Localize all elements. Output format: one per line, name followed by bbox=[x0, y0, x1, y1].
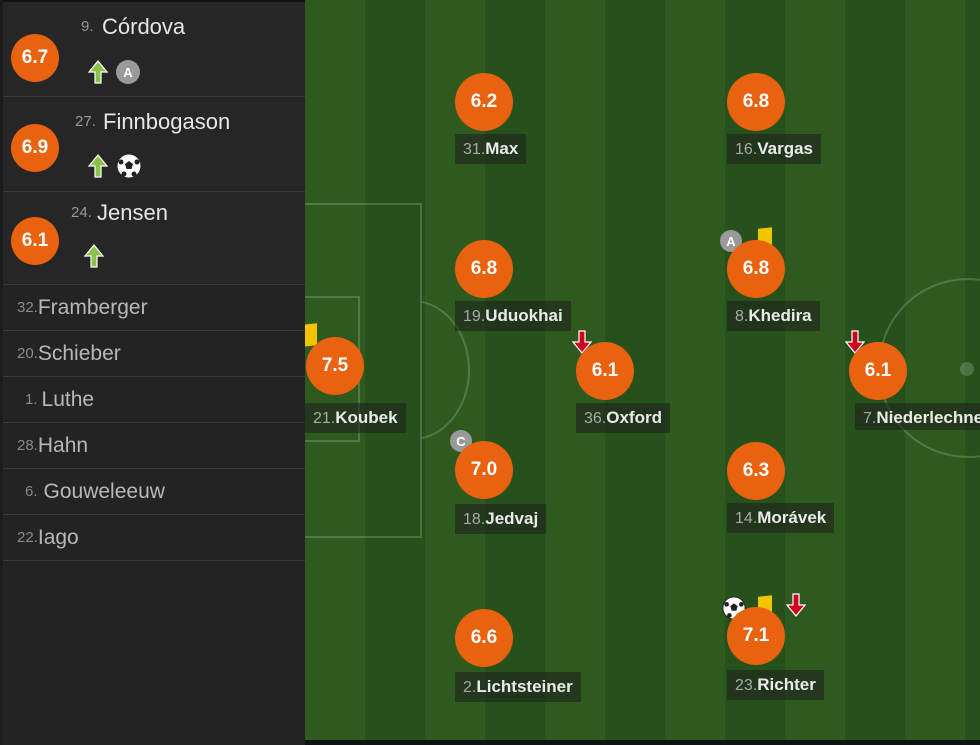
player-number: 9. bbox=[81, 18, 94, 35]
player-rating: 6.6 bbox=[455, 609, 513, 667]
player-label: 36.Oxford bbox=[576, 403, 670, 433]
player-label: 23.Richter bbox=[727, 670, 824, 700]
player-label: 16.Vargas bbox=[727, 134, 822, 164]
player-rating: 6.9 bbox=[11, 124, 59, 172]
assist-icon: A bbox=[116, 60, 140, 84]
sub-player-row[interactable]: 6.7 9. Córdova A bbox=[3, 2, 305, 97]
player-name: Finnbogason bbox=[103, 109, 231, 134]
player-name: Koubek bbox=[335, 408, 398, 427]
player-number: 27. bbox=[75, 113, 96, 130]
player-name: Jensen bbox=[97, 200, 168, 225]
player-name: Framberger bbox=[37, 295, 148, 319]
player-name: Max bbox=[485, 139, 519, 158]
player-label: 31.Max bbox=[455, 134, 527, 164]
player-name: Lichtsteiner bbox=[476, 677, 573, 696]
player-rating: 6.1 bbox=[11, 217, 59, 265]
player-number: 16. bbox=[735, 141, 758, 158]
player-name: Morávek bbox=[757, 508, 827, 527]
player-name: Iago bbox=[37, 525, 79, 549]
pitch-player[interactable]: 6.2 31.Max bbox=[455, 73, 635, 173]
player-label: 14.Morávek bbox=[727, 503, 835, 533]
pitch-player[interactable]: 6.3 14.Morávek bbox=[727, 442, 907, 542]
player-label: 18.Jedvaj bbox=[455, 504, 547, 534]
player-number: 23. bbox=[735, 677, 758, 694]
player-name: Córdova bbox=[102, 14, 186, 39]
player-label: 2.Lichtsteiner bbox=[455, 672, 581, 702]
player-name: Niederlechner bbox=[876, 408, 980, 427]
player-name: Richter bbox=[757, 675, 816, 694]
player-rating: 7.5 bbox=[306, 337, 364, 395]
pitch-player[interactable]: 7.1 23.Richter bbox=[720, 590, 900, 700]
pitch-player[interactable]: 6.1 36.Oxford bbox=[570, 330, 750, 433]
bench-player-row[interactable]: 6. Gouweleeuw bbox=[3, 469, 305, 515]
penalty-area bbox=[305, 203, 422, 538]
pitch: 7.5 21.Koubek 6.2 31.Max 6.8 19.Uduokhai… bbox=[305, 0, 980, 740]
player-number: 32. bbox=[17, 299, 38, 316]
player-rating: 6.8 bbox=[727, 73, 785, 131]
pitch-player[interactable]: 6.8 16.Vargas bbox=[727, 73, 907, 173]
player-rating: 6.3 bbox=[727, 442, 785, 500]
player-rating: 6.2 bbox=[455, 73, 513, 131]
player-number: 36. bbox=[584, 410, 607, 427]
bench-player-row[interactable]: 32.Framberger bbox=[3, 285, 305, 331]
player-name: Schieber bbox=[37, 341, 121, 365]
player-name: Oxford bbox=[606, 408, 662, 427]
player-number: 22. bbox=[17, 529, 38, 546]
pitch-player[interactable]: 6.1 7.Niederlechner bbox=[843, 330, 980, 430]
substitutes-sidebar: 6.7 9. Córdova A 6.9 27. Finnbogason 6.1… bbox=[3, 0, 305, 745]
player-name: Jedvaj bbox=[485, 509, 539, 528]
pitch-player[interactable]: 6.8 19.Uduokhai bbox=[455, 240, 635, 340]
pitch-player[interactable]: 7.5 21.Koubek bbox=[305, 320, 485, 433]
sub-out-arrow-icon bbox=[786, 593, 806, 617]
player-number: 31. bbox=[463, 141, 486, 158]
center-spot bbox=[960, 362, 974, 376]
player-label: 8.Khedira bbox=[727, 301, 820, 331]
bench-player-row[interactable]: 28.Hahn bbox=[3, 423, 305, 469]
player-label: 21.Koubek bbox=[305, 403, 406, 433]
bench-list: 32.Framberger 20.Schieber 1.Luthe 28.Hah… bbox=[3, 285, 305, 561]
player-name: Gouweleeuw bbox=[43, 479, 165, 503]
player-number: 21. bbox=[313, 410, 336, 427]
player-number: 1. bbox=[25, 391, 38, 408]
bench-player-row[interactable]: 1.Luthe bbox=[3, 377, 305, 423]
player-name: Uduokhai bbox=[485, 306, 563, 325]
player-name: Hahn bbox=[37, 433, 89, 457]
player-number: 28. bbox=[17, 437, 38, 454]
player-number: 2. bbox=[463, 679, 477, 696]
player-rating: 7.1 bbox=[727, 607, 785, 665]
player-label: 19.Uduokhai bbox=[455, 301, 571, 331]
bench-player-row[interactable]: 22.Iago bbox=[3, 515, 305, 561]
sub-player-row[interactable]: 6.9 27. Finnbogason bbox=[3, 97, 305, 192]
pitch-bottom-edge bbox=[305, 740, 980, 745]
player-number: 24. bbox=[71, 204, 92, 221]
sub-in-arrow-icon bbox=[88, 154, 108, 178]
player-rating: 6.8 bbox=[727, 240, 785, 298]
pitch-player[interactable]: A 6.8 8.Khedira bbox=[720, 225, 900, 331]
player-rating: 6.1 bbox=[849, 342, 907, 400]
player-rating: 7.0 bbox=[455, 441, 513, 499]
player-number: 18. bbox=[463, 511, 486, 528]
player-number: 19. bbox=[463, 308, 486, 325]
player-number: 20. bbox=[17, 345, 38, 362]
bench-player-row[interactable]: 20.Schieber bbox=[3, 331, 305, 377]
player-name: Khedira bbox=[748, 306, 812, 325]
sub-player-row[interactable]: 6.1 24. Jensen bbox=[3, 192, 305, 285]
player-rating: 6.7 bbox=[11, 34, 59, 82]
player-name: Vargas bbox=[757, 139, 814, 158]
player-number: 14. bbox=[735, 510, 758, 527]
player-rating: 6.1 bbox=[576, 342, 634, 400]
sub-in-arrow-icon bbox=[84, 244, 104, 268]
player-rating: 6.8 bbox=[455, 240, 513, 298]
player-number: 6. bbox=[25, 483, 38, 500]
pitch-player[interactable]: C 7.0 18.Jedvaj bbox=[450, 428, 630, 534]
goal-ball-icon bbox=[116, 153, 142, 179]
player-name: Luthe bbox=[41, 387, 95, 411]
player-label: 7.Niederlechner bbox=[855, 403, 980, 430]
player-number: 7. bbox=[863, 410, 877, 427]
pitch-player[interactable]: 6.6 2.Lichtsteiner bbox=[455, 609, 635, 709]
sub-in-arrow-icon bbox=[88, 60, 108, 84]
player-number: 8. bbox=[735, 308, 749, 325]
